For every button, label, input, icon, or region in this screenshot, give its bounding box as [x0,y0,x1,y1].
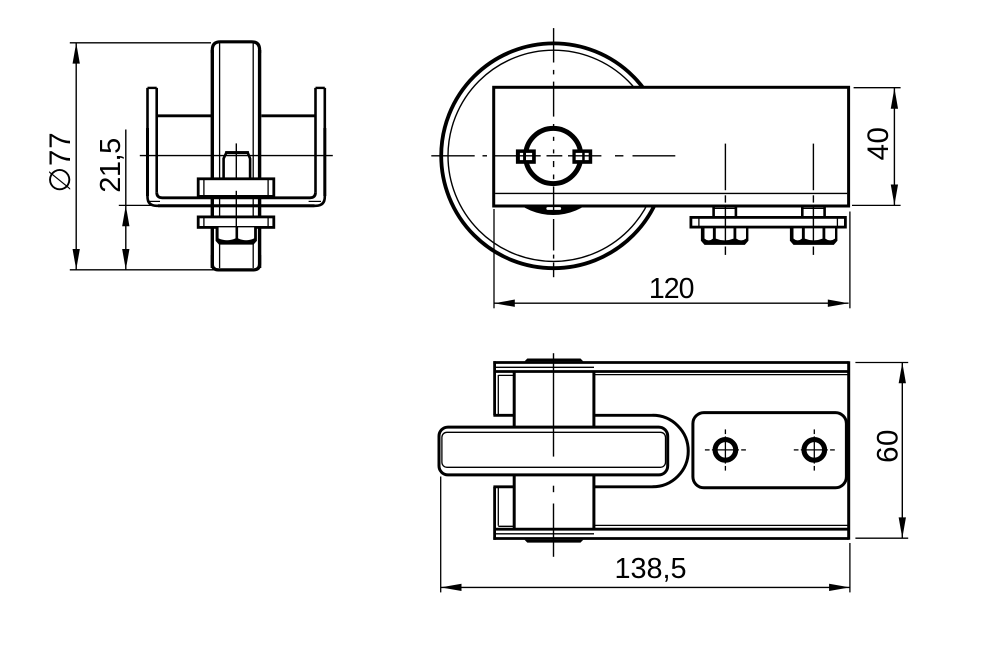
svg-text:138,5: 138,5 [614,553,686,585]
svg-text:∅77: ∅77 [44,132,77,193]
svg-text:21,5: 21,5 [95,138,127,192]
svg-text:60: 60 [872,429,905,463]
svg-text:120: 120 [649,273,694,305]
svg-text:40: 40 [862,127,895,161]
